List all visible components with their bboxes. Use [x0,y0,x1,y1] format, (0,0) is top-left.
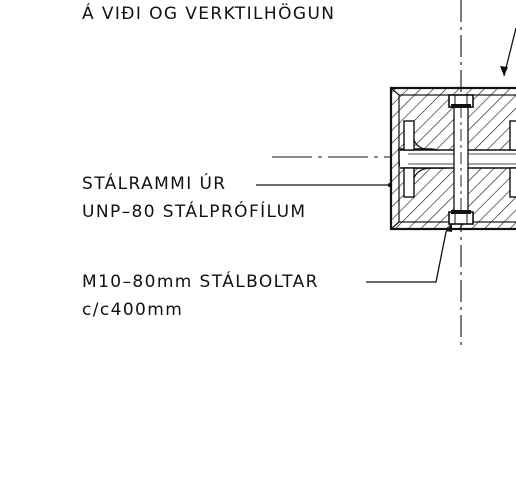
bolt [448,94,474,225]
frame-label-line2: UNP–80 STÁLPRÓFÍLUM [82,202,307,222]
top-note-label: Á VIÐI OG VERKTILHÖGUN [82,4,336,24]
bolt-label-line1: M10–80mm STÁLBOLTAR [82,272,319,292]
frame-label-line1: STÁLRAMMI ÚR [82,174,227,194]
bolt-leader [366,223,453,283]
bolt-label-line2: c/c400mm [82,300,184,320]
